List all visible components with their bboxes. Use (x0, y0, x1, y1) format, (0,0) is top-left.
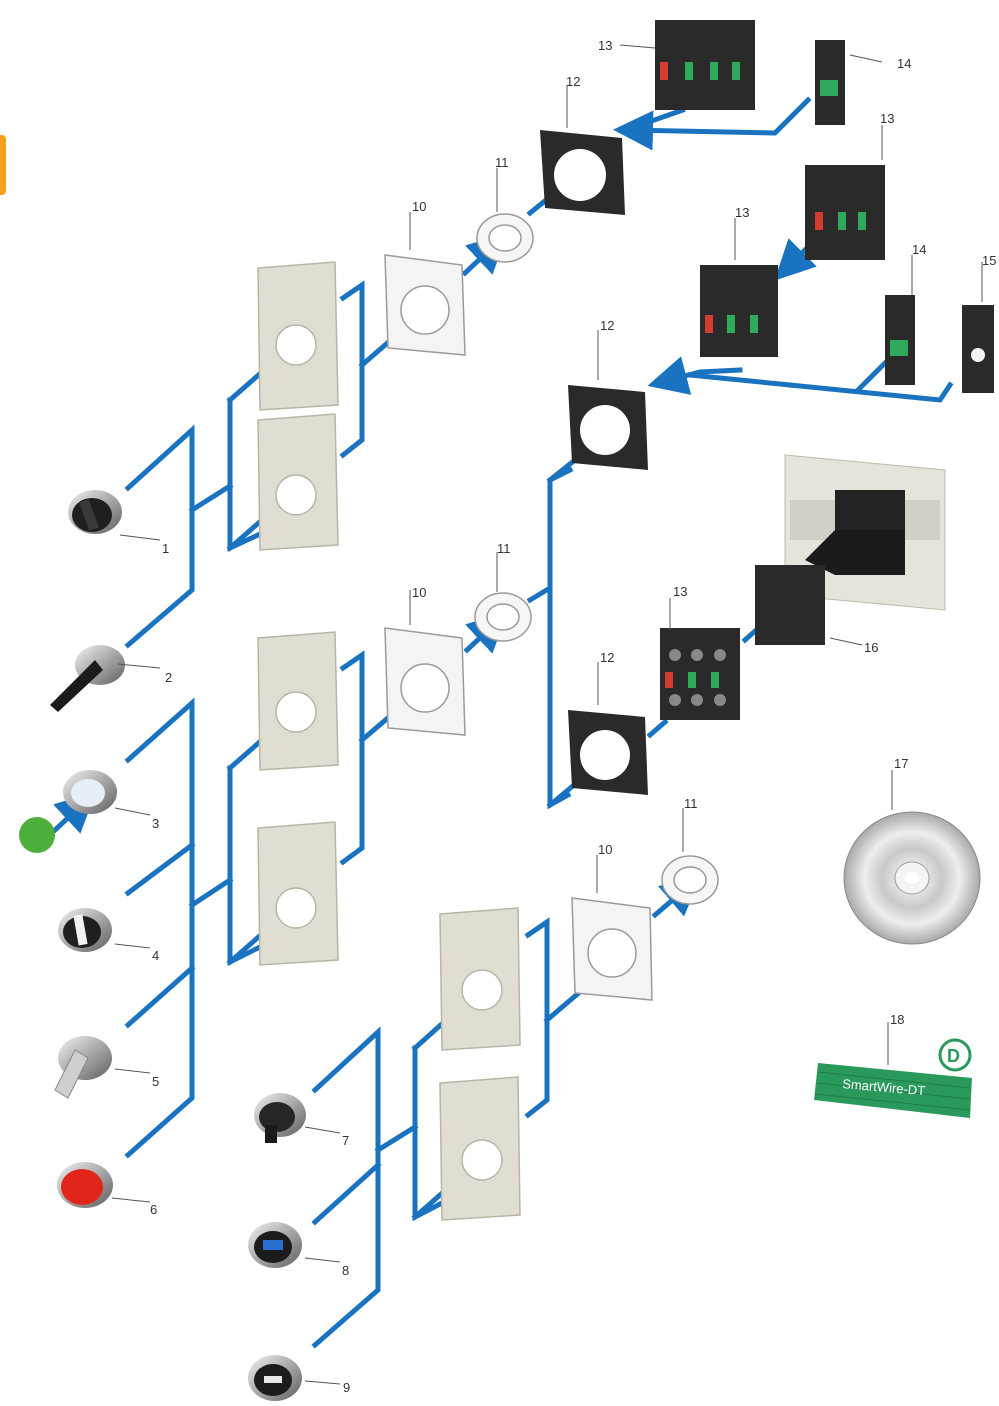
smartwire-logo-letter: D (947, 1046, 960, 1066)
line-plates-c (412, 1045, 444, 1222)
front-plate-b1 (257, 631, 339, 771)
line-plate-a-right (339, 280, 365, 459)
operator-3-pilot-light (63, 770, 117, 814)
pilot-lamp-green (19, 817, 55, 853)
callout-18: 18 (890, 1012, 904, 1027)
operator-4-selector (58, 908, 112, 952)
lock-ring-11a (476, 213, 534, 263)
line-op8 (311, 1161, 382, 1226)
front-plates (257, 261, 521, 1221)
front-plate-a2 (257, 413, 339, 551)
smartwire-strip-text: SmartWire-DT (842, 1076, 926, 1098)
callout-3: 3 (152, 816, 159, 831)
element-15 (962, 305, 994, 393)
callout-15: 15 (982, 253, 996, 268)
operator-9-socket (248, 1355, 302, 1401)
mounting-frame-10b (384, 627, 466, 736)
callout-7: 7 (342, 1133, 349, 1148)
contact-block-13b (805, 165, 885, 260)
mounting-frame-10a (384, 254, 466, 356)
line-13b-to-12b (647, 356, 743, 395)
fixing-adapter-12b (568, 385, 648, 470)
line-plate-c-right (524, 917, 550, 1119)
operator-8-usb-socket (248, 1222, 302, 1268)
callout-14b: 14 (912, 242, 926, 257)
callout-11c: 11 (684, 796, 698, 811)
line-op3 (124, 697, 195, 1159)
line-op7 (311, 1026, 381, 1349)
callout-17: 17 (894, 756, 908, 771)
smartwire-logo-icon: D (938, 1038, 972, 1072)
element-14a (815, 40, 845, 125)
callout-12c: 12 (600, 650, 614, 665)
callout-10c: 10 (598, 842, 612, 857)
callout-numbers: 1 2 3 4 5 6 7 8 9 10 10 10 11 11 11 12 1… (150, 38, 996, 1395)
callout-13c: 13 (735, 205, 749, 220)
contact-block-13c (700, 265, 778, 357)
element-14b (885, 295, 915, 385)
front-plate-a1 (257, 261, 339, 411)
callout-2: 2 (165, 670, 172, 685)
callout-11a: 11 (495, 155, 509, 170)
callout-8: 8 (342, 1263, 349, 1278)
front-plate-b2 (257, 821, 339, 966)
mounting-frames (384, 254, 653, 1001)
line-ring11b-trunk (526, 466, 574, 604)
operator-2-joystick (50, 645, 125, 712)
front-plate-c1 (439, 907, 521, 1051)
callout-13d: 13 (673, 584, 687, 599)
callout-4: 4 (152, 948, 159, 963)
accent-tab (0, 135, 6, 195)
fixing-adapter-12a (540, 130, 625, 215)
line-14b-bus (854, 359, 889, 394)
cd-disc-icon (843, 811, 981, 945)
contact-blocks (655, 20, 885, 720)
line-plate-b-right (339, 650, 365, 866)
callout-14a: 14 (897, 56, 911, 71)
lock-rings (474, 213, 719, 905)
callout-10b: 10 (412, 585, 426, 600)
line-14-15-bus (687, 372, 954, 403)
callout-12b: 12 (600, 318, 614, 333)
line-13d-to-12c (646, 718, 669, 739)
callout-9: 9 (343, 1380, 350, 1395)
line-plates-b (227, 765, 262, 967)
line-ab-join (188, 482, 234, 514)
line-trunk-down (547, 585, 572, 810)
lock-ring-11c (661, 855, 719, 905)
smartwire-strip: SmartWire-DT (814, 1063, 972, 1118)
callout-11b: 11 (497, 541, 511, 556)
line-bb-join (188, 876, 234, 909)
line-op4 (124, 841, 196, 897)
callout-12a: 12 (566, 74, 580, 89)
callout-1: 1 (162, 541, 169, 556)
front-plate-c2 (439, 1076, 521, 1221)
operator-7-joystick (254, 1093, 306, 1143)
fixing-adapters (540, 130, 648, 795)
line-op5 (124, 964, 196, 1029)
line-14a-to-12a (613, 96, 812, 151)
contact-block-13a (655, 20, 755, 110)
operator-6-red-button (57, 1162, 113, 1208)
operator-1-selector (68, 490, 122, 534)
base-mount-elements (815, 40, 994, 393)
callout-13b: 13 (880, 111, 894, 126)
callout-6: 6 (150, 1202, 157, 1217)
callout-10a: 10 (412, 199, 426, 214)
callout-16: 16 (864, 640, 878, 655)
contact-block-13d (660, 628, 740, 720)
callout-5: 5 (152, 1074, 159, 1089)
fixing-adapter-12c (568, 710, 648, 795)
callout-leaders (111, 44, 983, 1385)
din-rail-adapter-16 (755, 454, 946, 645)
mounting-frame-10c (571, 897, 653, 1001)
callout-13a: 13 (598, 38, 612, 53)
line-cc-join (374, 1123, 419, 1154)
operator-5-key-switch (54, 1036, 112, 1099)
lock-ring-11b (474, 592, 532, 642)
